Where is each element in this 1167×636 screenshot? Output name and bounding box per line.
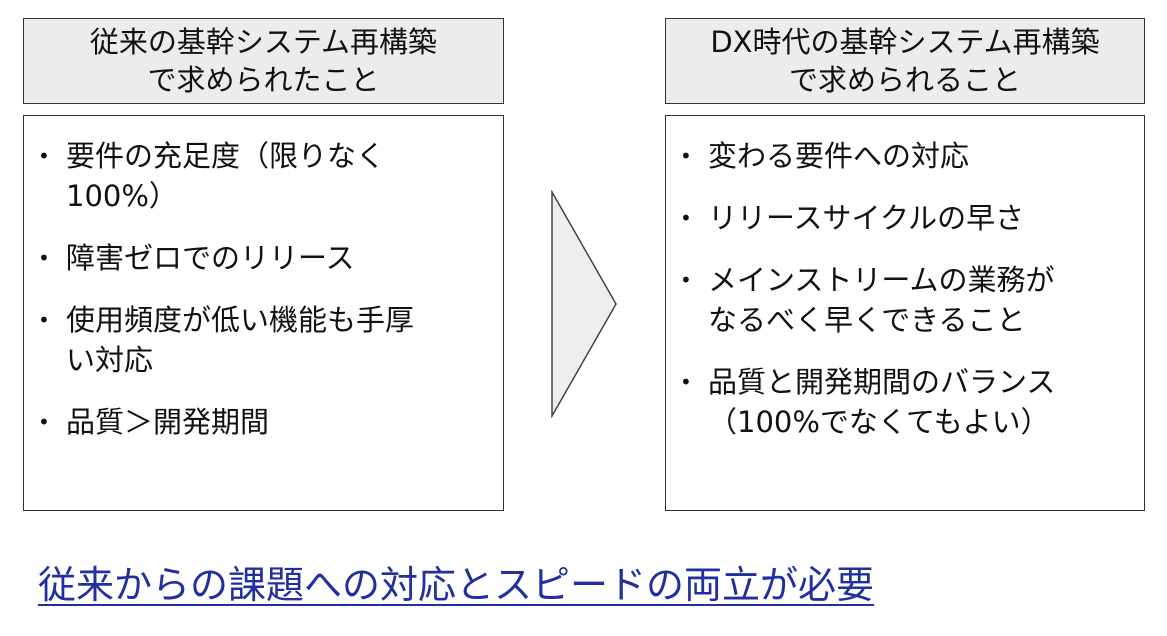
right-header-line-2: で求められること bbox=[788, 63, 1021, 97]
right-item-3-line-1: メインストリームの業務が bbox=[708, 263, 1055, 297]
right-item-3-line-2: なるべく早くできること bbox=[708, 303, 1026, 337]
left-bullet-list: • 要件の充足度（限りなく 100%） • 障害ゼロでのリリース • 使用頻度が… bbox=[38, 136, 489, 442]
right-header-line-1: DX時代の基幹システム再構築 bbox=[710, 25, 1100, 59]
right-content-box: • 変わる要件への対応 • リリースサイクルの早さ • メインストリームの業務が… bbox=[665, 115, 1145, 511]
right-bullet-list: • 変わる要件への対応 • リリースサイクルの早さ • メインストリームの業務が… bbox=[680, 136, 1130, 442]
left-header-box: 従来の基幹システム再構築 で求められたこと bbox=[23, 18, 504, 104]
bullet-icon: • bbox=[680, 268, 692, 292]
left-item-2-line-1: 障害ゼロでのリリース bbox=[66, 241, 355, 275]
right-item-4-line-2: （100%でなくてもよい） bbox=[708, 405, 1050, 439]
right-bullet-item: • 変わる要件への対応 bbox=[680, 136, 1130, 176]
bullet-icon: • bbox=[680, 144, 692, 168]
left-item-1-line-1: 要件の充足度（限りなく bbox=[66, 139, 386, 173]
conclusion-text: 従来からの課題への対応とスピードの両立が必要 bbox=[38, 563, 875, 607]
left-item-4-line-1: 品質＞開発期間 bbox=[66, 405, 270, 439]
bullet-icon: • bbox=[680, 206, 692, 230]
right-header-box: DX時代の基幹システム再構築 で求められること bbox=[665, 18, 1145, 104]
right-item-1-line-1: 変わる要件への対応 bbox=[708, 139, 970, 173]
right-item-2-line-1: リリースサイクルの早さ bbox=[708, 201, 1025, 235]
right-item-4-line-1: 品質と開発期間のバランス bbox=[708, 365, 1056, 399]
bullet-icon: • bbox=[38, 246, 50, 270]
left-item-1-line-2: 100%） bbox=[66, 179, 178, 213]
bullet-icon: • bbox=[38, 410, 50, 434]
right-bullet-item: • メインストリームの業務が なるべく早くできること bbox=[680, 260, 1130, 340]
left-header-line-1: 従来の基幹システム再構築 bbox=[89, 25, 438, 59]
left-bullet-item: • 要件の充足度（限りなく 100%） bbox=[38, 136, 489, 216]
right-bullet-item: • 品質と開発期間のバランス （100%でなくてもよい） bbox=[680, 362, 1130, 442]
bullet-icon: • bbox=[38, 308, 50, 332]
left-item-3-line-2: い対応 bbox=[66, 343, 154, 377]
left-bullet-item: • 使用頻度が低い機能も手厚 い対応 bbox=[38, 300, 489, 380]
bullet-icon: • bbox=[680, 370, 692, 394]
left-item-3-line-1: 使用頻度が低い機能も手厚 bbox=[66, 303, 415, 337]
arrow-shape bbox=[551, 190, 617, 418]
left-bullet-item: • 品質＞開発期間 bbox=[38, 402, 489, 442]
bullet-icon: • bbox=[38, 144, 50, 168]
right-arrow-icon bbox=[551, 190, 617, 418]
left-header-line-2: で求められたこと bbox=[147, 63, 380, 97]
right-bullet-item: • リリースサイクルの早さ bbox=[680, 198, 1130, 238]
left-content-box: • 要件の充足度（限りなく 100%） • 障害ゼロでのリリース • 使用頻度が… bbox=[23, 115, 504, 511]
left-bullet-item: • 障害ゼロでのリリース bbox=[38, 238, 489, 278]
